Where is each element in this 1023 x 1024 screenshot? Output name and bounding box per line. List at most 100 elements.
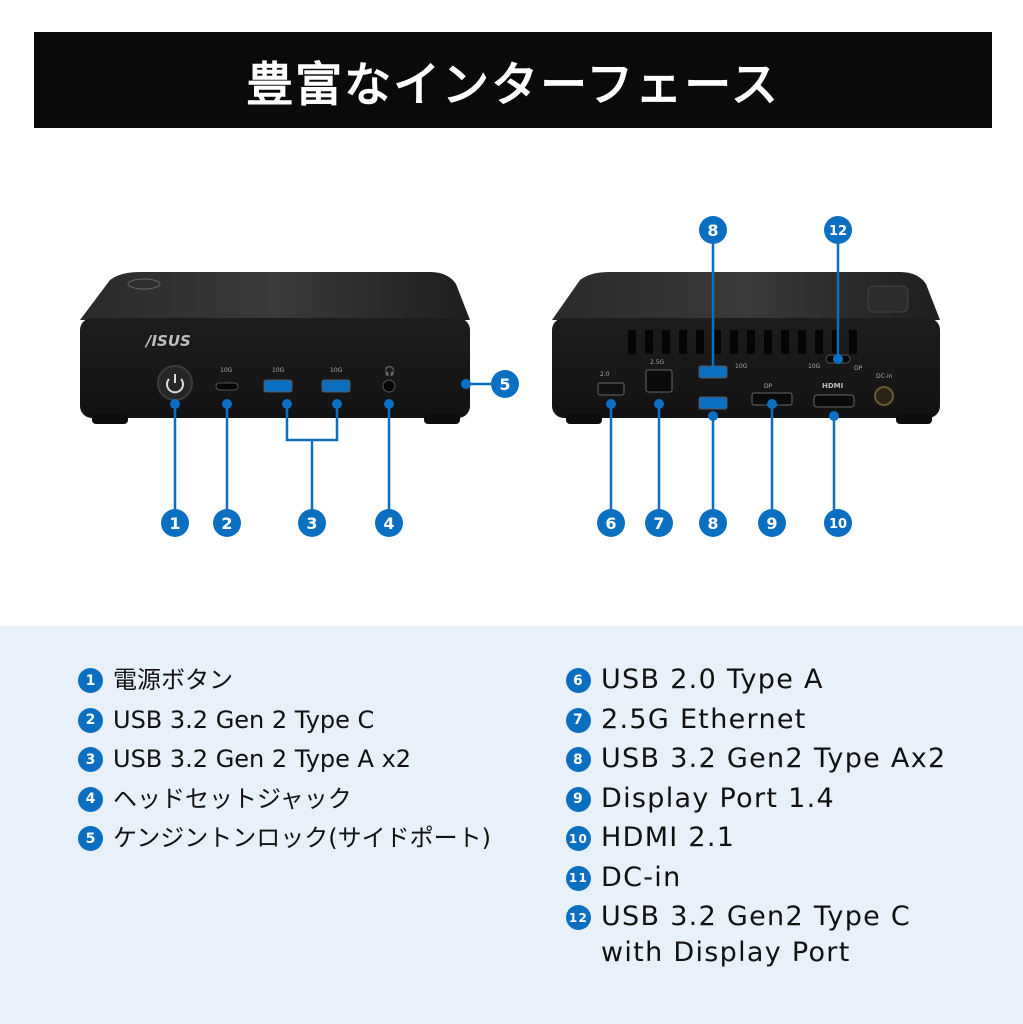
callout-12 — [824, 216, 852, 244]
svg-text:12: 12 — [829, 224, 847, 239]
spec-label: Display Port 1.4 — [601, 782, 835, 814]
spec-label: ヘッドセットジャック — [113, 784, 352, 813]
spec-item: 1 電源ボタン — [78, 662, 491, 702]
spec-number-badge: 7 — [566, 707, 591, 733]
svg-text:9: 9 — [766, 514, 777, 533]
svg-text:2.5G: 2.5G — [650, 359, 665, 366]
svg-text:7: 7 — [653, 514, 664, 533]
spec-item: 3 USB 3.2 Gen 2 Type A x2 — [78, 741, 491, 781]
svg-text:3: 3 — [306, 514, 317, 533]
svg-text:6: 6 — [605, 514, 616, 533]
spec-list-left: 1 電源ボタン 2 USB 3.2 Gen 2 Type C 3 USB 3.2 Ge… — [78, 662, 491, 860]
headset-jack — [382, 379, 396, 393]
spec-item: 5 ケンジントンロック(サイドポート) — [78, 820, 491, 860]
spec-item: 7 2.5G Ethernet — [566, 702, 946, 742]
front-usba-port-1 — [263, 379, 293, 393]
spec-label: DC-in — [601, 861, 682, 893]
svg-text:10G: 10G — [330, 367, 343, 374]
spec-number-badge: 9 — [566, 786, 591, 812]
rear-top — [552, 272, 940, 320]
spec-item: 9 Display Port 1.4 — [566, 781, 946, 821]
rear-vents — [628, 330, 857, 354]
spec-item: 2 USB 3.2 Gen 2 Type C — [78, 702, 491, 742]
front-top — [80, 272, 470, 320]
spec-number-badge: 4 — [78, 786, 103, 812]
svg-text:5: 5 — [499, 375, 510, 394]
callout-4 — [375, 509, 403, 537]
callout-7 — [645, 509, 673, 537]
svg-text:DP: DP — [764, 383, 773, 390]
spec-label: USB 3.2 Gen2 Type Ax2 — [601, 743, 947, 774]
callout-2 — [213, 509, 241, 537]
power-icon — [166, 378, 184, 394]
front-usba-port-2 — [321, 379, 351, 393]
top-logo — [127, 278, 161, 290]
spec-number-badge: 8 — [566, 747, 591, 772]
rear-usba-port-2 — [698, 396, 728, 410]
rear-dcin-port — [874, 386, 894, 406]
title-banner: 豊富なインターフェース — [34, 32, 992, 128]
rear-callout-lines — [606, 242, 843, 510]
svg-text:2: 2 — [221, 514, 232, 533]
svg-text:10: 10 — [829, 517, 847, 532]
svg-text:10G: 10G — [272, 367, 285, 374]
brand-logo: /ISUS — [144, 332, 191, 350]
front-foot-left — [92, 414, 128, 424]
svg-text:DC-in: DC-in — [876, 373, 893, 380]
spec-label: ケンジントンロック(サイドポート) — [113, 824, 492, 852]
spec-item: 4 ヘッドセットジャック — [78, 781, 491, 821]
callout-1 — [161, 509, 189, 537]
spec-number-badge: 10 — [566, 826, 591, 851]
spec-item: 10 HDMI 2.1 — [566, 820, 946, 860]
headset-icon: 🎧 — [384, 365, 395, 377]
spec-panel — [0, 626, 1023, 1024]
callout-5 — [491, 370, 519, 398]
svg-text:8: 8 — [707, 221, 718, 240]
svg-text:DP: DP — [854, 365, 863, 372]
svg-text:HDMI: HDMI — [822, 382, 843, 390]
spec-number-badge: 3 — [78, 747, 103, 772]
svg-text:2.0: 2.0 — [600, 371, 610, 378]
callout-10 — [824, 509, 852, 537]
front-callout-lines — [170, 379, 496, 510]
spec-label: 2.5G Ethernet — [601, 703, 807, 735]
svg-text:10G: 10G — [808, 363, 821, 370]
front-foot-right — [424, 414, 460, 424]
spec-label: USB 3.2 Gen2 Type C with Display Port — [601, 901, 912, 968]
rear-hdmi-port — [813, 394, 855, 408]
spec-number-badge: 12 — [566, 905, 591, 930]
spec-label: HDMI 2.1 — [601, 822, 736, 853]
rear-device: 2.0 2.5G 10G DP 10G DP HDMI DC-in — [552, 272, 940, 424]
svg-text:10G: 10G — [735, 363, 748, 370]
spec-number-badge: 5 — [78, 826, 103, 851]
device-diagram: /ISUS 10G 10G 10G 🎧 1 2 3 4 — [80, 216, 940, 537]
spec-number-badge: 6 — [566, 668, 591, 693]
rear-callouts: 6 7 8 9 10 8 12 — [597, 216, 852, 537]
rear-usb20-port — [597, 382, 625, 396]
svg-text:8: 8 — [707, 514, 718, 533]
spec-item: 12 USB 3.2 Gen2 Type C with Display Port — [566, 899, 946, 971]
rear-top-logo — [867, 285, 909, 313]
front-callouts: 1 2 3 4 5 — [161, 370, 519, 537]
spec-label: USB 3.2 Gen 2 Type A x2 — [113, 745, 412, 773]
spec-number-badge: 11 — [566, 865, 591, 891]
page-title: 豊富なインターフェース — [246, 57, 780, 113]
callout-6 — [597, 509, 625, 537]
spec-label: USB 3.2 Gen 2 Type C — [113, 705, 375, 734]
spec-item: 6 USB 2.0 Type A — [566, 662, 946, 702]
front-usbc-port — [215, 382, 239, 391]
callout-8-bottom — [699, 509, 727, 537]
spec-label: USB 2.0 Type A — [601, 664, 824, 695]
usbc-mark: 10G — [220, 367, 233, 374]
device-illustrations: /ISUS 10G 10G 10G 🎧 1 2 3 4 — [0, 200, 1023, 560]
callout-3 — [298, 509, 326, 537]
front-device: /ISUS 10G 10G 10G 🎧 — [80, 272, 470, 424]
spec-number-badge: 1 — [78, 668, 103, 693]
svg-text:1: 1 — [169, 514, 180, 533]
spec-label: 電源ボタン — [113, 666, 233, 694]
callout-8-top — [699, 216, 727, 244]
spec-item: 8 USB 3.2 Gen2 Type Ax2 — [566, 741, 946, 781]
spec-number-badge: 2 — [78, 707, 103, 733]
svg-text:4: 4 — [383, 514, 394, 533]
